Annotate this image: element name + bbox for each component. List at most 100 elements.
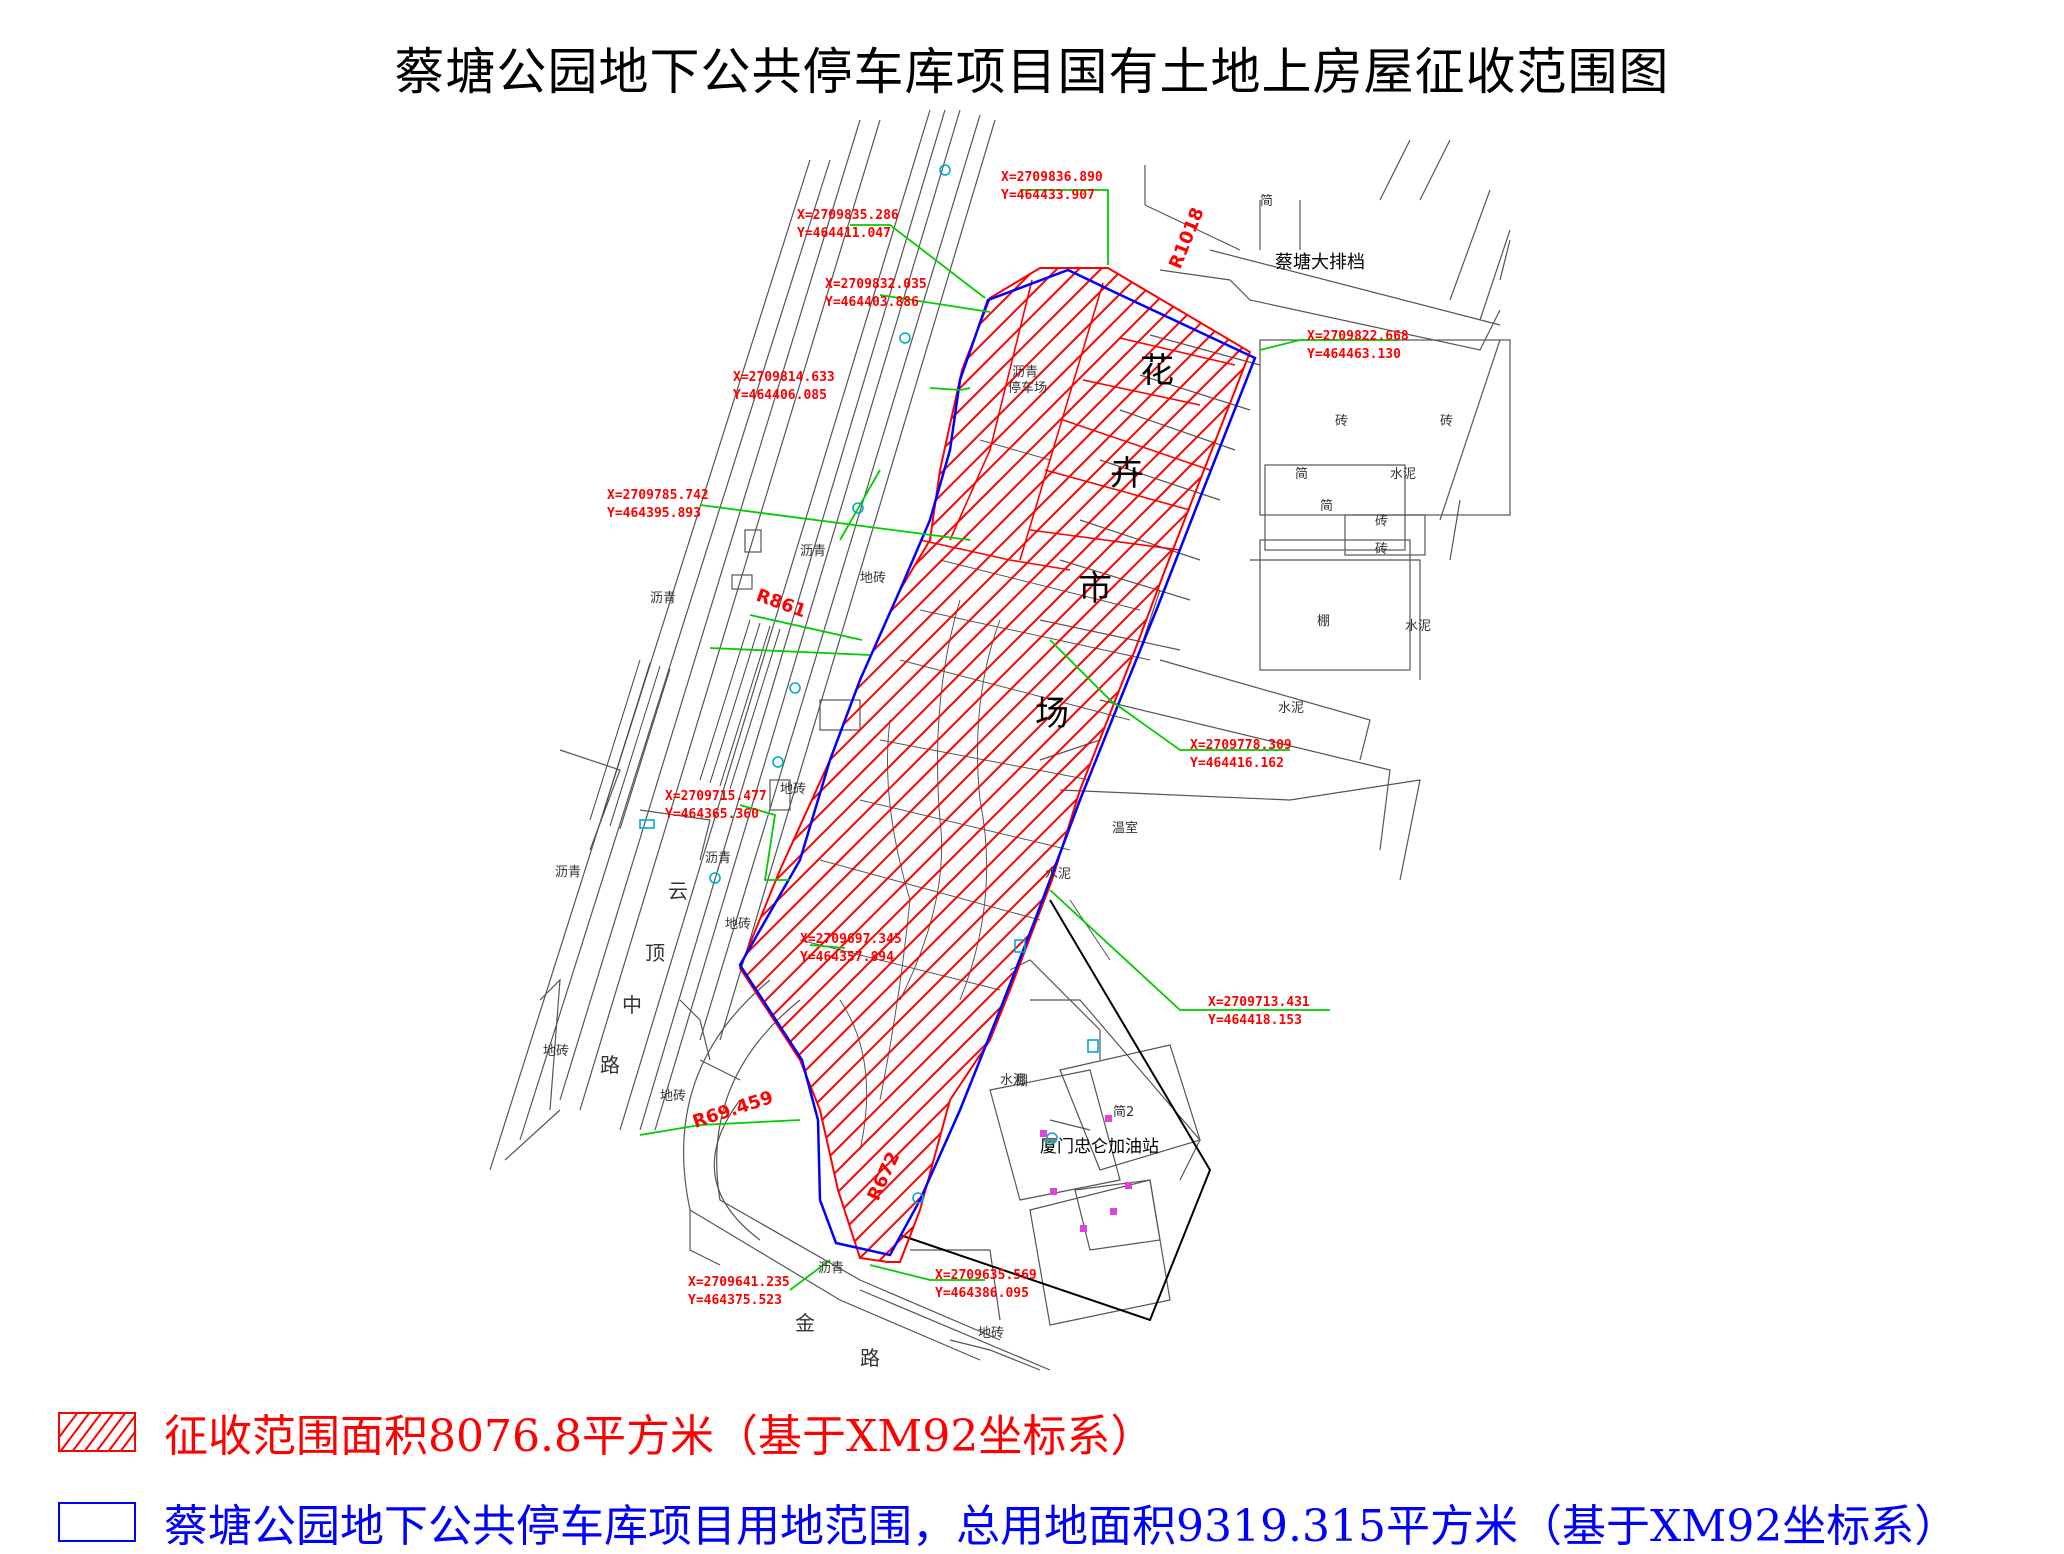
label-brick-2: 砖 xyxy=(1440,414,1453,429)
label-simple-1: 简 xyxy=(1295,466,1308,482)
hatch-line xyxy=(740,268,1085,1262)
label-gas-station: 厦门忠仑加油站 xyxy=(1040,1137,1159,1157)
coord-label-6: X=2709785.742 Y=464395.893 xyxy=(607,488,709,521)
label-shed-2: 棚 xyxy=(1015,1074,1028,1089)
coord-x-7: X=2709778.309 xyxy=(1190,738,1292,753)
hatch-line xyxy=(740,268,1250,1262)
hatch-line xyxy=(740,268,1250,1262)
label-concrete-1: 水泥 xyxy=(1405,619,1431,634)
market-char-4: 场 xyxy=(1035,694,1069,734)
hatch-line xyxy=(740,268,1063,1262)
hatch-line xyxy=(740,268,1217,1262)
hatch-line xyxy=(0,0,666,1400)
coord-x-5: X=2709814.633 xyxy=(733,370,835,385)
hatch-line xyxy=(740,268,799,1262)
road2-char-2: 路 xyxy=(860,1346,880,1370)
label-ground-brick-1: 地砖 xyxy=(725,917,751,932)
coord-y-12: Y=464386.095 xyxy=(935,1286,1029,1301)
expropriation-area xyxy=(0,0,1250,1400)
hatch-line xyxy=(740,268,1250,1262)
place-labels: 蔡塘大排档 沥青 停车场 厦门忠仑加油站 温室 简2 砖 砖 砖 砖 棚 棚 简… xyxy=(543,193,1453,1341)
hatch-line xyxy=(937,268,1250,1262)
coord-label-2: X=2709835.286 Y=464411.047 xyxy=(797,208,899,241)
coord-y-11: Y=464375.523 xyxy=(688,1293,782,1308)
hatch-line xyxy=(740,268,1250,1262)
gas-station-points xyxy=(1040,1115,1132,1232)
hatch-line xyxy=(740,268,1250,1262)
coord-y-8: Y=464365.360 xyxy=(665,807,759,822)
leader-lines xyxy=(639,189,1400,1291)
label-liqing-4: 沥青 xyxy=(705,851,731,866)
hatch-line xyxy=(0,0,622,1400)
hatch-line xyxy=(740,268,1250,1262)
coord-label-1: X=2709836.890 Y=464433.907 xyxy=(1001,170,1103,203)
label-greenhouse: 温室 xyxy=(1112,820,1138,836)
label-concrete-4: 水泥 xyxy=(1000,1073,1026,1088)
coord-label-3: X=2709832.035 Y=464403.886 xyxy=(825,277,927,310)
hatch-line xyxy=(849,268,1250,1262)
legend-boundary-text: 蔡塘公园地下公共停车库项目用地范围，总用地面积9319.315平方米（基于XM9… xyxy=(164,1501,1959,1552)
coord-y-5: Y=464406.085 xyxy=(733,388,827,403)
market-char-1: 花 xyxy=(1140,351,1174,391)
road-char-1: 云 xyxy=(668,879,688,903)
legend-boundary-swatch xyxy=(58,1502,136,1542)
label-parking-1: 沥青 xyxy=(1012,365,1038,380)
label-ground-brick-6: 地砖 xyxy=(978,1326,1004,1341)
hatch-line xyxy=(740,268,1250,1262)
coord-y-7: Y=464416.162 xyxy=(1190,756,1284,771)
coord-label-8: X=2709715.477 Y=464365.360 xyxy=(665,789,767,822)
legend-expropriation-text: 征收范围面积8076.8平方米（基于XM92坐标系） xyxy=(164,1411,1155,1462)
label-ground-brick-5: 地砖 xyxy=(860,571,886,586)
label-brick-3: 砖 xyxy=(1375,514,1388,529)
hatch-line xyxy=(740,268,1250,1262)
coord-y-3: Y=464403.886 xyxy=(825,295,919,310)
label-liqing-2: 沥青 xyxy=(800,544,826,559)
road-char-3: 中 xyxy=(622,993,642,1017)
hatch-line xyxy=(959,268,1250,1262)
road-name: 云 顶 中 路 金 路 xyxy=(600,879,880,1370)
hatch-line xyxy=(740,268,1195,1262)
legend-boundary: 蔡塘公园地下公共停车库项目用地范围，总用地面积9319.315平方米（基于XM9… xyxy=(58,1490,1958,1554)
market-label: 花 卉 市 场 xyxy=(1035,351,1174,734)
radius-r69459: R69.459 xyxy=(690,1087,776,1133)
hatch-line xyxy=(0,0,600,1400)
hatch-line xyxy=(740,268,1250,1262)
coord-label-4: X=2709822.668 Y=464463.130 xyxy=(1307,329,1409,362)
coord-x-8: X=2709715.477 xyxy=(665,789,767,804)
label-ground-brick-2: 地砖 xyxy=(660,1089,686,1104)
hatch-line xyxy=(740,268,1250,1262)
coord-x-10: X=2709713.431 xyxy=(1208,995,1310,1010)
coordinate-labels: X=2709836.890 Y=464433.907 X=2709835.286… xyxy=(607,170,1409,1308)
coord-y-2: Y=464411.047 xyxy=(797,226,891,241)
hatch-line xyxy=(740,268,1250,1262)
hatch-line xyxy=(0,0,644,1400)
road-char-2: 顶 xyxy=(645,941,665,965)
hatch-line xyxy=(740,268,865,1262)
label-parking-2: 停车场 xyxy=(1008,380,1047,396)
hatch-line xyxy=(740,268,1250,1262)
coord-y-10: Y=464418.153 xyxy=(1208,1013,1302,1028)
label-ground-brick-4: 地砖 xyxy=(780,782,806,797)
label-concrete-3: 水泥 xyxy=(1045,867,1071,882)
hatch-line xyxy=(740,268,1250,1262)
market-char-2: 卉 xyxy=(1110,454,1144,494)
hatch-line xyxy=(740,268,1250,1262)
hatch-line xyxy=(0,0,688,1400)
road-char-4: 路 xyxy=(600,1053,620,1077)
label-simple-2: 简 xyxy=(1320,498,1333,514)
radius-r1018: R1018 xyxy=(1165,205,1208,272)
coord-label-12: X=2709635.569 Y=464386.095 xyxy=(935,1268,1037,1301)
project-boundary xyxy=(738,268,1257,1257)
label-liqing-1: 沥青 xyxy=(650,591,676,606)
hatch-line xyxy=(740,268,1250,1262)
hatch-line xyxy=(740,268,1173,1262)
hatch-line xyxy=(740,268,1250,1262)
cyan-symbols xyxy=(639,164,1099,1204)
label-brick-4: 砖 xyxy=(1375,542,1388,557)
coord-x-4: X=2709822.668 xyxy=(1307,329,1409,344)
hatch-line xyxy=(740,268,755,1262)
hatch-line xyxy=(740,268,1250,1262)
hatch-line xyxy=(740,268,887,1262)
coord-x-6: X=2709785.742 xyxy=(607,488,709,503)
label-concrete-2: 水泥 xyxy=(1278,701,1304,716)
